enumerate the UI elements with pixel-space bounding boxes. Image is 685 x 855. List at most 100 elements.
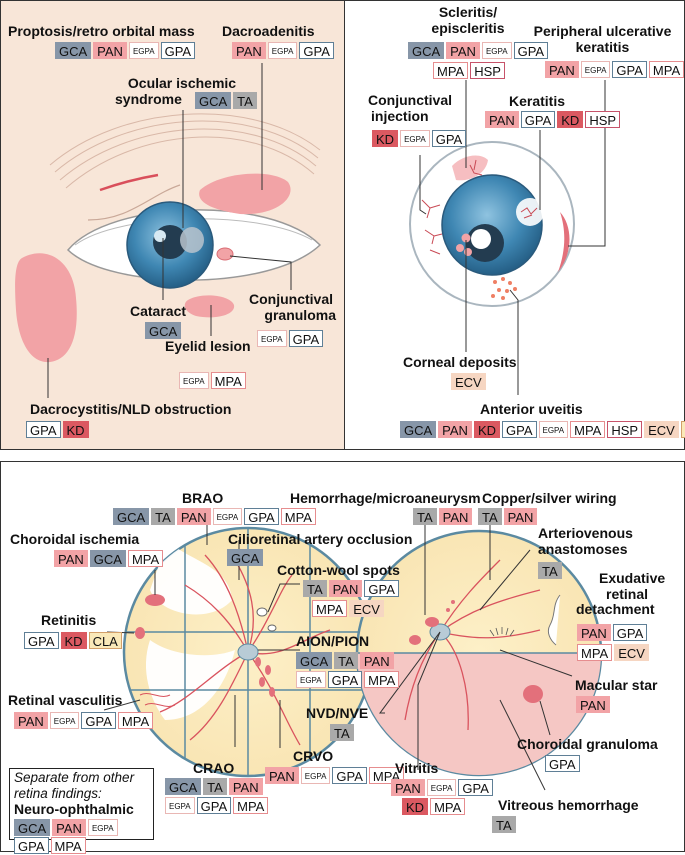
tag-ta: TA [492,816,516,833]
tag-gpa: GPA [14,837,49,854]
label-ocular-ischemic-line2: syndrome [115,90,182,107]
tag-gpa: GPA [160,42,196,59]
tag-kd: KD [372,130,399,147]
dacrocystitis-mark [15,253,77,363]
tag-egpa: EGPA [257,330,287,347]
label-retinitis: Retinitis [41,612,97,628]
tag-kd: KD [60,632,87,649]
tag-ta: TA [203,778,227,795]
granuloma-mark [216,247,234,261]
external-eye-drawing [15,63,322,398]
label-conj-gran-line2: granuloma [264,306,336,323]
tag-pan: PAN [446,42,480,59]
tag-egpa: EGPA [426,779,457,796]
tag-gca: GCA [400,421,437,438]
tag-pan: PAN [545,61,579,78]
tag-pan: PAN [52,819,86,836]
ischemic-mark [180,227,204,253]
tag-mpa: MPA [570,421,606,438]
tags-corneal-deposits: ECV [451,373,486,390]
tag-pan: PAN [265,767,299,784]
tags-vitreous-hemorrhage: TA [492,816,516,833]
tag-egpa: EGPA [128,42,159,59]
tag-gca: GCA [408,42,445,59]
label-vitreous-hemorrhage: Vitreous hemorrhage [498,797,639,813]
label-cataract: Cataract [130,303,187,319]
tag-mpa: MPA [280,508,316,525]
label-conjunctival-granuloma: Conjunctival granuloma [236,291,346,323]
tag-gpa: GPA [196,797,232,814]
tags-cilioretinal: GCA [227,549,264,566]
tag-pan: PAN [485,111,519,128]
tag-cla: CLA [88,632,122,649]
label-av-line2: anastomoses [538,540,628,557]
tag-ta: TA [303,580,327,597]
tag-egpa: EGPA [267,42,298,59]
tag-egpa: EGPA [179,372,209,389]
label-cotton-wool: Cotton-wool spots [277,562,400,578]
tag-gpa: GPA [502,421,537,438]
tag-ta: TA [233,92,257,109]
tag-gca: GCA [145,322,182,339]
tag-egpa: EGPA [300,767,331,784]
tag-pan: PAN [14,712,48,729]
label-puk-line2: keratitis [575,38,630,55]
label-separate-line2: retina findings: [14,785,102,801]
tag-ta: TA [538,562,562,579]
label-macular-star: Macular star [575,677,658,693]
tag-mpa: MPA [117,712,154,729]
tag-gpa: GPA [458,779,493,796]
label-puk: Peripheral ulcerative keratitis [520,23,685,55]
label-vitritis: Vitritis [395,760,439,776]
tag-gpa: GPA [81,712,116,729]
label-dacroadenitis: Dacroadenitis [222,23,315,39]
tag-gpa: GPA [332,767,367,784]
dacroadenitis-mark [199,173,291,215]
tag-gca: GCA [227,549,264,566]
tag-pan: PAN [577,624,611,641]
tag-ta: TA [334,652,358,669]
label-av-line1: Arteriovenous [538,525,633,541]
tag-gca: GCA [55,42,92,59]
tags-cataract: GCA [145,322,182,339]
tag-hsp: HSP [585,111,621,128]
tag-egpa: EGPA [481,42,512,59]
tags-macular-star: PAN [576,696,610,713]
tag-gca: GCA [195,92,232,109]
label-aion-pion: AION/PION [296,633,370,649]
label-conj-inj-line2: injection [371,107,429,124]
tag-pan: PAN [391,779,425,796]
label-keratitis: Keratitis [509,93,566,109]
tag-pan: PAN [176,508,211,525]
tag-gpa: GPA [288,330,324,347]
tag-egpa: EGPA [400,130,430,147]
label-choroidal-ischemia: Choroidal ischemia [10,531,140,547]
tag-mpa: MPA [433,62,469,79]
tag-ta: TA [478,508,502,525]
label-conj-inj-line1: Conjunctival [368,92,453,108]
tag-pan: PAN [438,508,473,525]
label-separate-note: Separate from other retina findings: [14,770,134,801]
label-av-anastomoses: Arteriovenous anastomoses [538,525,633,557]
eyelid-mark [184,295,235,318]
label-scleritis-line1: Scleritis/ [438,4,498,20]
tag-pan: PAN [54,550,88,567]
tag-mpa: MPA [648,61,685,78]
tag-mpa: MPA [127,550,164,567]
tag-mpa: MPA [430,798,466,815]
